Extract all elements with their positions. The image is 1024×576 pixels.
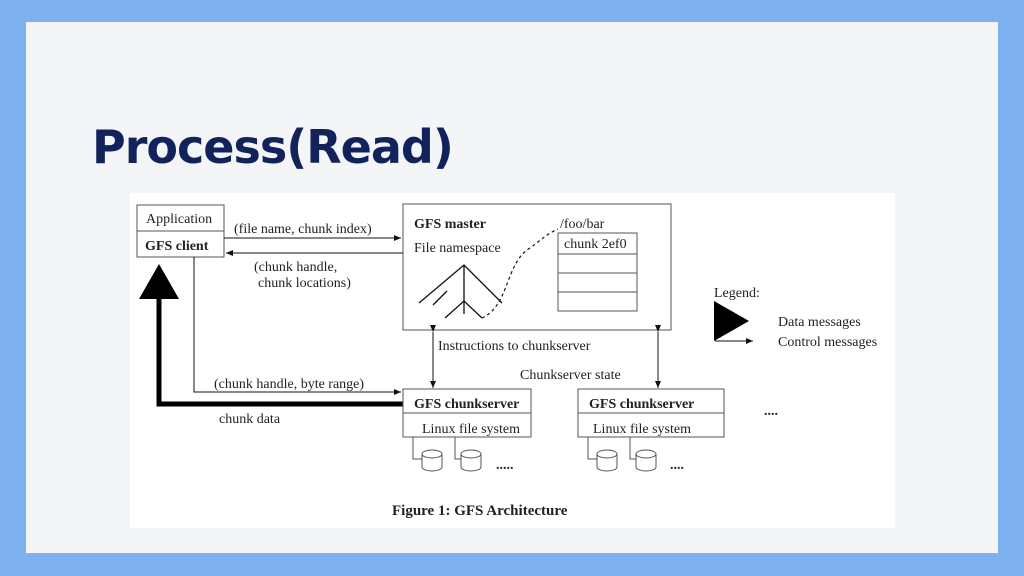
read-request-arrow bbox=[193, 257, 401, 395]
figure-caption: Figure 1: GFS Architecture bbox=[392, 503, 568, 519]
gfs-client-label: GFS client bbox=[145, 239, 209, 254]
chunkserver-fs-2: Linux file system bbox=[593, 422, 691, 437]
gfs-master-label: GFS master bbox=[414, 217, 486, 232]
legend-data-label: Data messages bbox=[778, 315, 861, 330]
gfs-architecture-figure: Application GFS client GFS master File n… bbox=[130, 193, 895, 528]
chunk-data-arrow bbox=[139, 264, 403, 407]
namespace-tree-icon bbox=[418, 264, 503, 319]
gfs-master-box: GFS master File namespace /foo/bar chunk… bbox=[402, 203, 672, 331]
chunkserver-box-1: GFS chunkserver Linux file system bbox=[402, 388, 532, 438]
chunkserver-fs-1: Linux file system bbox=[422, 422, 520, 437]
slide-title: Process(Read) bbox=[92, 120, 454, 174]
legend-title: Legend: bbox=[714, 286, 760, 301]
legend: Legend: Data messages Control messages bbox=[714, 286, 877, 350]
state-label: Chunkserver state bbox=[520, 368, 621, 383]
application-label: Application bbox=[146, 212, 212, 227]
instructions-label: Instructions to chunkserver bbox=[438, 339, 591, 354]
chunkserver-title-2: GFS chunkserver bbox=[589, 397, 694, 412]
disk-ellipsis-2: .... bbox=[670, 458, 684, 473]
path-label: /foo/bar bbox=[560, 217, 605, 232]
chunk-label: chunk 2ef0 bbox=[564, 237, 627, 252]
read-request-label: (chunk handle, byte range) bbox=[214, 377, 364, 392]
legend-control-label: Control messages bbox=[778, 335, 877, 350]
chunk-table: chunk 2ef0 bbox=[557, 232, 638, 312]
request-label: (file name, chunk index) bbox=[234, 222, 372, 237]
chunkserver-box-2: GFS chunkserver Linux file system bbox=[577, 388, 725, 438]
gfs-client-box: Application GFS client bbox=[136, 204, 225, 258]
disk-icons-2 bbox=[587, 437, 657, 472]
reply-label-line2: chunk locations) bbox=[258, 276, 351, 291]
disk-ellipsis-1: ..... bbox=[496, 458, 514, 473]
more-chunkservers-ellipsis: .... bbox=[764, 404, 778, 419]
reply-label-line1: (chunk handle, bbox=[254, 260, 337, 275]
disk-icons-1 bbox=[412, 437, 482, 472]
file-namespace-label: File namespace bbox=[414, 241, 501, 256]
chunkserver-title-1: GFS chunkserver bbox=[414, 397, 519, 412]
chunk-data-label: chunk data bbox=[219, 412, 281, 427]
gfs-architecture-diagram: Application GFS client GFS master File n… bbox=[136, 203, 877, 519]
